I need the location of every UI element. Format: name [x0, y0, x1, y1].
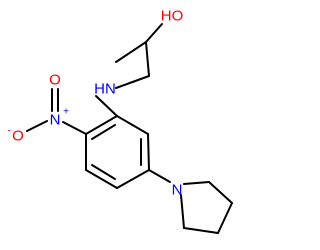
bond-methyl-to-carbinol	[115, 41, 147, 63]
pyrrolidine-nitrogen-label: N	[172, 182, 183, 199]
molecular-structure-diagram: HO HN N + O O - N	[7, 8, 233, 234]
bond-ring-4	[85, 169, 118, 189]
atom-label-layer: HO HN N + O O - N	[7, 8, 183, 199]
bond-pyrrolidine-1	[180, 194, 185, 229]
bond-carbinol-to-oxygen	[145, 23, 163, 43]
nitro-nitrogen-label: N	[50, 112, 61, 129]
nitro-negative-charge: -	[7, 126, 10, 137]
bond-pyrrolidine-5	[183, 181, 210, 185]
nitro-positive-charge: +	[63, 107, 69, 118]
hydroxyl-label: HO	[161, 8, 184, 25]
bond-pyrrolidine-2	[183, 227, 219, 234]
amine-label: HN	[94, 81, 116, 98]
bond-layer	[26, 23, 233, 234]
bond-ring-6-inner	[91, 124, 116, 140]
bond-ring-to-nitro	[62, 121, 87, 135]
nitro-top-oxygen-label: O	[49, 72, 61, 89]
bond-ring-4-inner	[91, 164, 116, 180]
bond-methylene-to-amine	[115, 75, 150, 89]
bond-ring-2	[147, 133, 150, 171]
bond-pyrrolidine-3	[217, 202, 233, 234]
nitro-left-oxygen-label: O	[12, 128, 24, 145]
bond-pyrrolidine-4	[208, 181, 233, 204]
bond-nitro-to-left-oxygen	[26, 120, 48, 132]
bond-ring-1	[116, 115, 149, 135]
bond-amine-to-ring	[95, 95, 118, 117]
bond-ring-6	[85, 115, 118, 135]
bond-ring-3	[116, 169, 150, 189]
bond-ring-to-pyrrolidine	[148, 169, 171, 183]
bond-carbinol-to-methylene	[145, 41, 150, 77]
